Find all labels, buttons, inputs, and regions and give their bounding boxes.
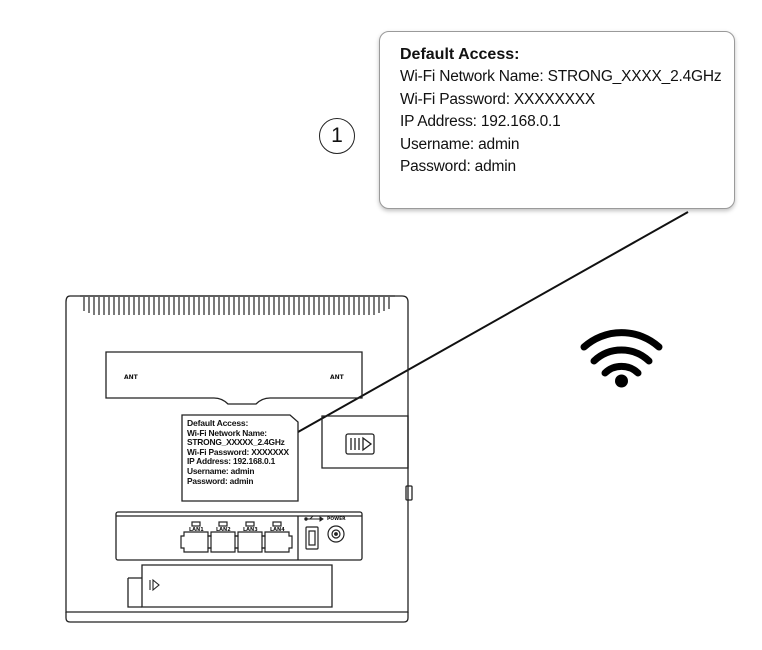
antenna-label-right: ANT	[330, 374, 344, 381]
callout-line: Wi-Fi Network Name: STRONG_XXXX_2.4GHz	[400, 68, 722, 85]
port-label-lan3: LAN3	[243, 527, 258, 533]
bottom-slot-icon	[149, 578, 160, 592]
device-label-line: Username: admin	[187, 465, 255, 476]
bottom-cover	[141, 564, 333, 608]
callout-line: IP Address: 192.168.0.1	[400, 113, 561, 130]
port-label-lan4: LAN4	[270, 527, 285, 533]
power-label: POWER	[327, 517, 346, 522]
router-body	[65, 295, 413, 623]
port-label-lan1: LAN1	[189, 527, 204, 533]
device-label-line: Wi-Fi Password: XXXXXXX	[187, 446, 289, 457]
power-jack	[327, 525, 345, 543]
callout-line: Password: admin	[400, 158, 516, 175]
lan-port-icon	[191, 521, 201, 527]
port-panel	[115, 511, 363, 561]
lan-port	[207, 531, 239, 553]
device-label-line: STRONG_XXXXX_2.4GHz	[187, 437, 285, 448]
lan-port-icon	[218, 521, 228, 527]
lan-port-icon	[272, 521, 282, 527]
usb-port	[305, 526, 319, 550]
device-label: Default Access: Wi-Fi Network Name: STRO…	[187, 418, 297, 486]
device-label-title: Default Access:	[187, 418, 249, 428]
label-plate	[181, 414, 299, 502]
step-number-badge: 1	[319, 118, 355, 154]
callout-line: Username: admin	[400, 135, 520, 153]
port-label-lan2: LAN2	[216, 527, 231, 533]
default-access-callout: Default Access: Wi-Fi Network Name: STRO…	[379, 31, 735, 209]
lan-port	[234, 531, 266, 553]
device-label-line: Password: admin	[187, 475, 254, 486]
wifi-icon	[580, 329, 663, 388]
usb-icon	[304, 515, 324, 522]
antenna-panel	[105, 351, 363, 405]
antenna-label-left: ANT	[124, 374, 138, 381]
callout-leader-line	[297, 211, 689, 433]
sim-cover	[321, 415, 409, 469]
device-label-line: Wi-Fi Network Name:	[187, 427, 267, 438]
callout-title: Default Access:	[400, 46, 520, 63]
lan-ports	[180, 521, 293, 553]
device-label-line: IP Address: 192.168.0.1	[187, 456, 276, 467]
lan-port	[261, 531, 293, 553]
callout-line: Wi-Fi Password: XXXXXXXX	[400, 90, 596, 108]
lan-port	[180, 531, 212, 553]
lan-port-icon	[245, 521, 255, 527]
sim-slot-icon	[350, 436, 373, 452]
